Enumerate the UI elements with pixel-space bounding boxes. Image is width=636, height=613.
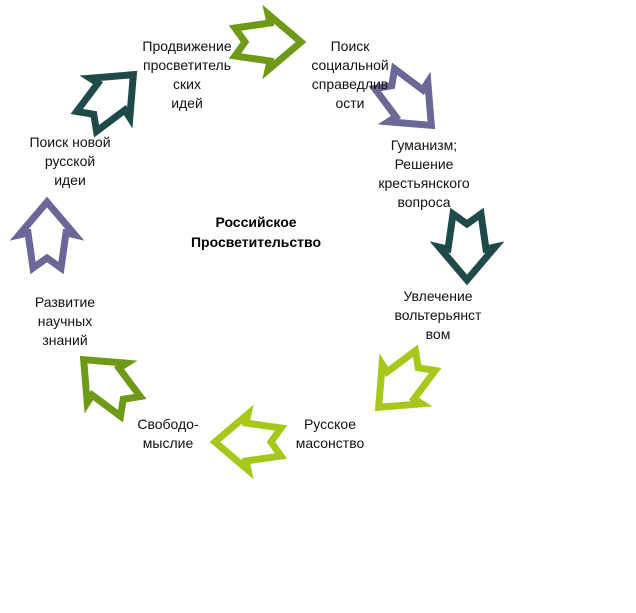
cycle-arrow-down-icon — [429, 207, 505, 286]
cycle-arrow-down-left-icon — [374, 344, 442, 412]
node-label-volterianstvo: Увлечение вольтерьянст вом — [394, 288, 482, 342]
cycle-arrow-up-right-icon — [70, 70, 138, 138]
node-label-nauchnye-znaniya: Развитие научных знаний — [34, 294, 96, 348]
cycle-arrow-left-icon — [209, 404, 288, 480]
node-label-socialnoi-spravedlivosti: Поиск социальной справедлив ости — [311, 38, 389, 111]
cycle-arrow-down-right-icon — [368, 62, 436, 130]
node-label-masonstvo: Русское масонство — [295, 416, 365, 451]
node-label-russkaya-ideya: Поиск новой русской идеи — [29, 134, 111, 188]
cycle-arrow-up-left-icon — [79, 355, 147, 423]
diagram-title: Российское Просветительство — [190, 214, 321, 250]
cycle-arrow-right-icon — [228, 4, 307, 80]
node-label-svobodomyslie: Свободо- мыслие — [137, 416, 199, 451]
cycle-arrow-up-icon — [9, 196, 85, 275]
node-label-prosvetitelskih-idei: Продвижение просветитель ских идей — [142, 38, 232, 111]
node-label-gumanizm: Гуманизм; Решение крестьянского вопроса — [378, 137, 470, 210]
